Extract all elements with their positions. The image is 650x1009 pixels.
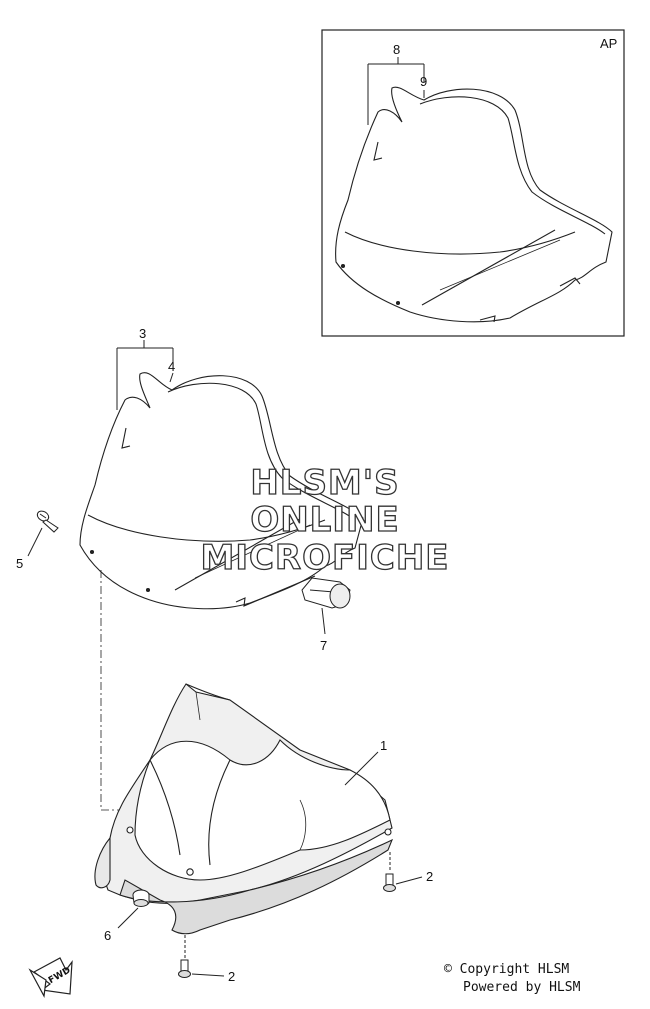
callout-3: 3 [139, 326, 146, 341]
screw-part-5 [36, 510, 59, 533]
callout-bracket-8 [367, 57, 425, 125]
callout-bracket-3 [116, 340, 174, 410]
assembly-reference-line [100, 570, 128, 811]
powered-by-line: Powered by HLSM [463, 980, 581, 995]
copyright-block: © Copyright HLSM Powered by HLSM [444, 961, 580, 997]
cowling-part-1 [94, 683, 394, 935]
watermark-line-1: HLSM'S [250, 463, 399, 503]
leader-2b [191, 973, 225, 977]
inset-label: AP [600, 36, 617, 51]
grommet-part-6 [132, 889, 150, 907]
fwd-arrow-icon: FWD [28, 957, 73, 998]
bolt-part-2-right [383, 852, 396, 892]
leader-6 [117, 907, 139, 929]
inset-ap: AP 8 9 [321, 29, 625, 337]
clip-part-7 [301, 577, 351, 609]
callout-4: 4 [168, 359, 175, 374]
inset-frame [321, 29, 625, 337]
watermark-line-2: ONLINE [250, 500, 399, 540]
leader-2a [395, 876, 423, 885]
callout-8: 8 [393, 42, 400, 57]
callout-2-right: 2 [426, 869, 433, 884]
leader-7 [321, 607, 326, 635]
leader-1 [344, 751, 379, 786]
leader-5 [27, 527, 43, 557]
callout-2-lower: 2 [228, 969, 235, 984]
bolt-part-2-lower [178, 935, 191, 978]
windshield-main [79, 372, 364, 610]
callout-6: 6 [104, 928, 111, 943]
copyright-line: © Copyright HLSM [444, 962, 570, 977]
callout-9: 9 [420, 74, 427, 89]
watermark: HLSM'S ONLINE MICROFICHE [200, 462, 449, 578]
windshield-inset [335, 86, 613, 323]
callout-1: 1 [380, 738, 387, 753]
callout-5: 5 [16, 556, 23, 571]
callout-7: 7 [320, 638, 327, 653]
watermark-line-3: MICROFICHE [200, 538, 449, 578]
